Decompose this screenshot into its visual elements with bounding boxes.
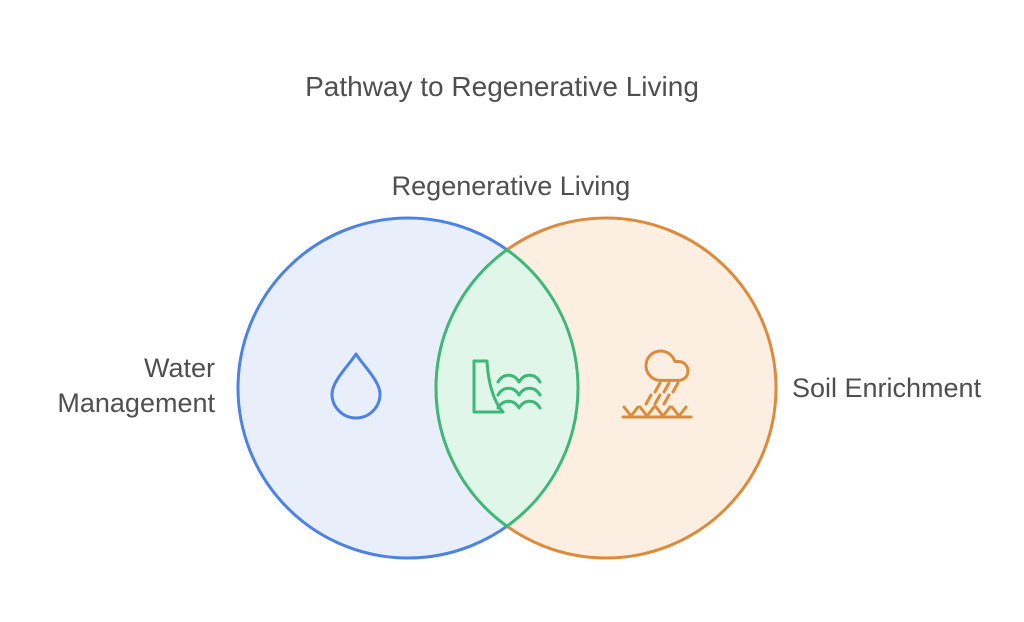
overlap-label: Regenerative Living	[391, 171, 631, 201]
rain-cloud-sprouts-icon	[621, 349, 693, 419]
left-circle-label: Water Management	[57, 353, 215, 418]
diagram-title: Pathway to Regenerative Living	[305, 71, 699, 102]
right-circle-label: Soil Enrichment	[792, 373, 982, 403]
dam-water-waves-icon	[472, 359, 542, 414]
water-drop-icon	[330, 352, 382, 420]
